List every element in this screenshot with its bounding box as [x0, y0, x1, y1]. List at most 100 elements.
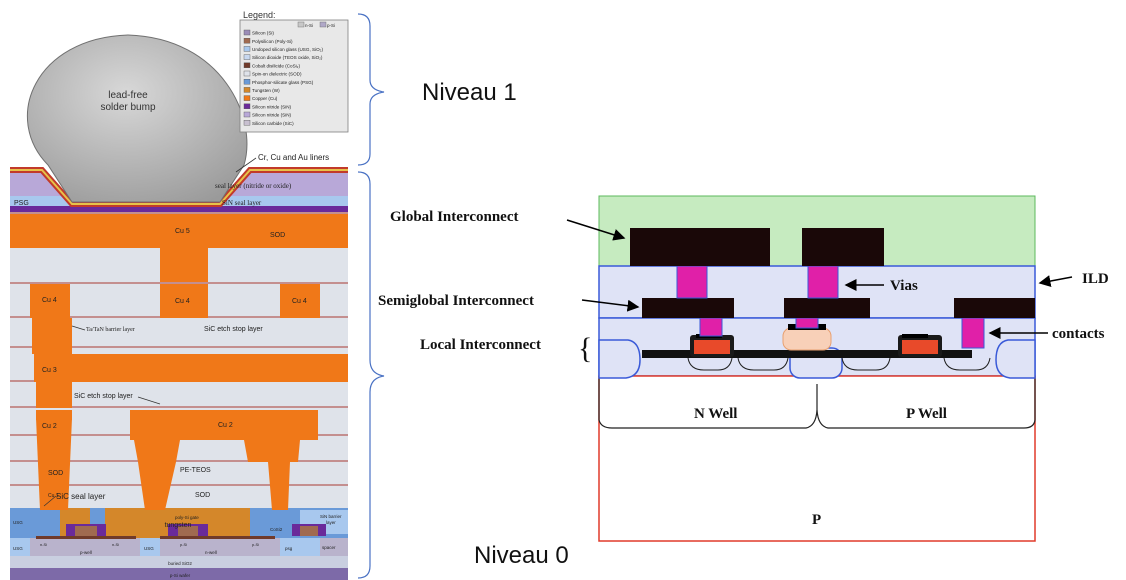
local-brace: { — [578, 332, 592, 365]
legend-swatch — [243, 87, 251, 93]
pwell-label: P Well — [906, 406, 947, 422]
sin-seal-label: SiN seal layer — [222, 199, 262, 207]
vias — [676, 265, 839, 299]
legend-title: Legend: — [243, 10, 276, 20]
callout-arrows — [566, 219, 1073, 339]
global-lines — [630, 228, 884, 266]
diff-label: p-Si — [180, 542, 187, 547]
legend-swatch — [243, 78, 251, 85]
cu4-label: Cu 4 — [42, 297, 57, 304]
pe-teos-label: PE-TEOS — [180, 467, 211, 474]
psg-label: psg — [285, 546, 293, 551]
pe-teos-level — [10, 462, 348, 484]
bump-label: solder bump — [100, 102, 155, 113]
gates — [642, 324, 972, 358]
legend-item-label: Silicon nitride (SiN) — [252, 113, 292, 118]
arrow-semiglobal — [581, 299, 640, 312]
legend-swatch — [243, 62, 251, 68]
wafer-label: p-Si wafer — [170, 573, 191, 578]
legend-item-label: Silicon (Si) — [252, 31, 274, 36]
leader-line — [137, 396, 161, 405]
sic-seal-label: SiC seal layer — [56, 492, 106, 501]
sic-etch-label: SiC etch stop layer — [74, 393, 133, 400]
bump-label: lead-free — [108, 90, 148, 101]
spacer-label: spacer — [322, 545, 336, 550]
legend-item-label: Tungsten (W) — [252, 88, 280, 93]
legend-swatch — [319, 21, 327, 28]
arrow-global — [566, 219, 626, 241]
legend-item-label: Silicon nitride (SiN) — [252, 104, 292, 109]
cu1-label: Cu 1 — [48, 493, 59, 499]
buried-label: buried SiO2 — [168, 561, 192, 566]
cu4-label: Cu 4 — [175, 298, 190, 305]
psg-block — [280, 538, 320, 556]
leader-line — [71, 325, 86, 331]
interconnect-schematic — [598, 195, 1036, 542]
gate-label: poly-Si gate — [175, 515, 199, 520]
usg-label: USG — [13, 520, 23, 525]
tatan-label: Ta/TaN barrier layer — [86, 327, 135, 333]
sod-label: SOD — [48, 470, 63, 477]
usg-label: USG — [144, 546, 154, 551]
cu5-label: Cu 5 — [175, 228, 190, 235]
legend-swatch — [243, 38, 251, 44]
legend-swatch — [243, 54, 251, 60]
substrate — [598, 375, 1036, 542]
usg-block — [140, 538, 160, 556]
level-brackets — [357, 13, 385, 579]
bracket-niveau0 — [357, 171, 385, 579]
legend-swatch — [243, 46, 251, 52]
junctions — [687, 357, 991, 371]
copper-lines — [10, 214, 348, 510]
nwell-label: N Well — [694, 406, 737, 422]
au-liner — [10, 169, 348, 205]
global-label: Global Interconnect — [390, 209, 518, 225]
legend-item-label: Copper (Cu) — [252, 96, 278, 101]
ild-label: ILD — [1082, 271, 1109, 287]
schematic-labels: Global Interconnect Vias ILD Semiglobal … — [378, 209, 1109, 528]
leader-line — [43, 495, 57, 507]
semiglobal-lines — [642, 298, 1035, 318]
pwell-label: p-well — [80, 550, 92, 555]
legend-item-label: Spin-on dielectric (SOD) — [252, 72, 302, 77]
cu4-label: Cu 4 — [292, 298, 307, 305]
sod-label: SOD — [270, 232, 285, 239]
contacts-label: contacts — [1052, 326, 1105, 342]
device-layer — [10, 538, 348, 556]
cu3-label: Cu 3 — [42, 367, 57, 374]
gates — [36, 524, 326, 539]
seal-layer-label: seal layer (nitride or oxide) — [215, 182, 292, 190]
legend-item-label: Cobalt disilicide (CoSi₂) — [252, 63, 300, 68]
legend-box — [239, 19, 349, 133]
leader-line — [235, 157, 257, 173]
legend-swatch — [243, 111, 251, 118]
nwell-label: n-well — [205, 550, 217, 555]
legend-swatch — [243, 119, 251, 126]
niveau1-label: Niveau 1 — [422, 79, 517, 106]
wafer-layer — [10, 568, 348, 580]
vias-label: Vias — [890, 278, 918, 294]
legend-item-label: Silicon dioxide (TEOS oxide, SiO₂) — [252, 55, 323, 60]
legend-items: Silicon (Si)Polysilicon (Poly-Si)Undoped… — [243, 29, 323, 126]
sod-label: SOD — [195, 492, 210, 499]
legend-extra: p-Si — [327, 23, 335, 28]
local-label: Local Interconnect — [420, 337, 541, 353]
chip-labels: lead-free solder bump Cr, Cu and Au line… — [13, 90, 342, 578]
legend-swatch — [243, 29, 251, 36]
solder-bump — [26, 34, 248, 203]
usg-block — [10, 538, 30, 556]
cu2-label: Cu 2 — [218, 422, 233, 429]
legend-swatch — [243, 70, 251, 77]
semiglobal-label: Semiglobal Interconnect — [378, 293, 534, 309]
legend-item-label: Silicon carbide (SiC) — [252, 121, 294, 126]
legend-item-label: Phosphor-silicate glass (PSG) — [252, 80, 314, 85]
bracket-niveau1 — [357, 13, 385, 166]
p-label: P — [812, 512, 821, 528]
cosi2-label: CoSi2 — [270, 527, 283, 532]
sin-barrier-label: layer — [326, 520, 336, 525]
legend: Legend: n-Si p-Si Silicon (Si)Polysilico… — [239, 10, 349, 133]
psg-label: PSG — [14, 200, 29, 207]
buried-oxide-layer — [10, 556, 348, 568]
n-well-outline — [598, 376, 818, 429]
